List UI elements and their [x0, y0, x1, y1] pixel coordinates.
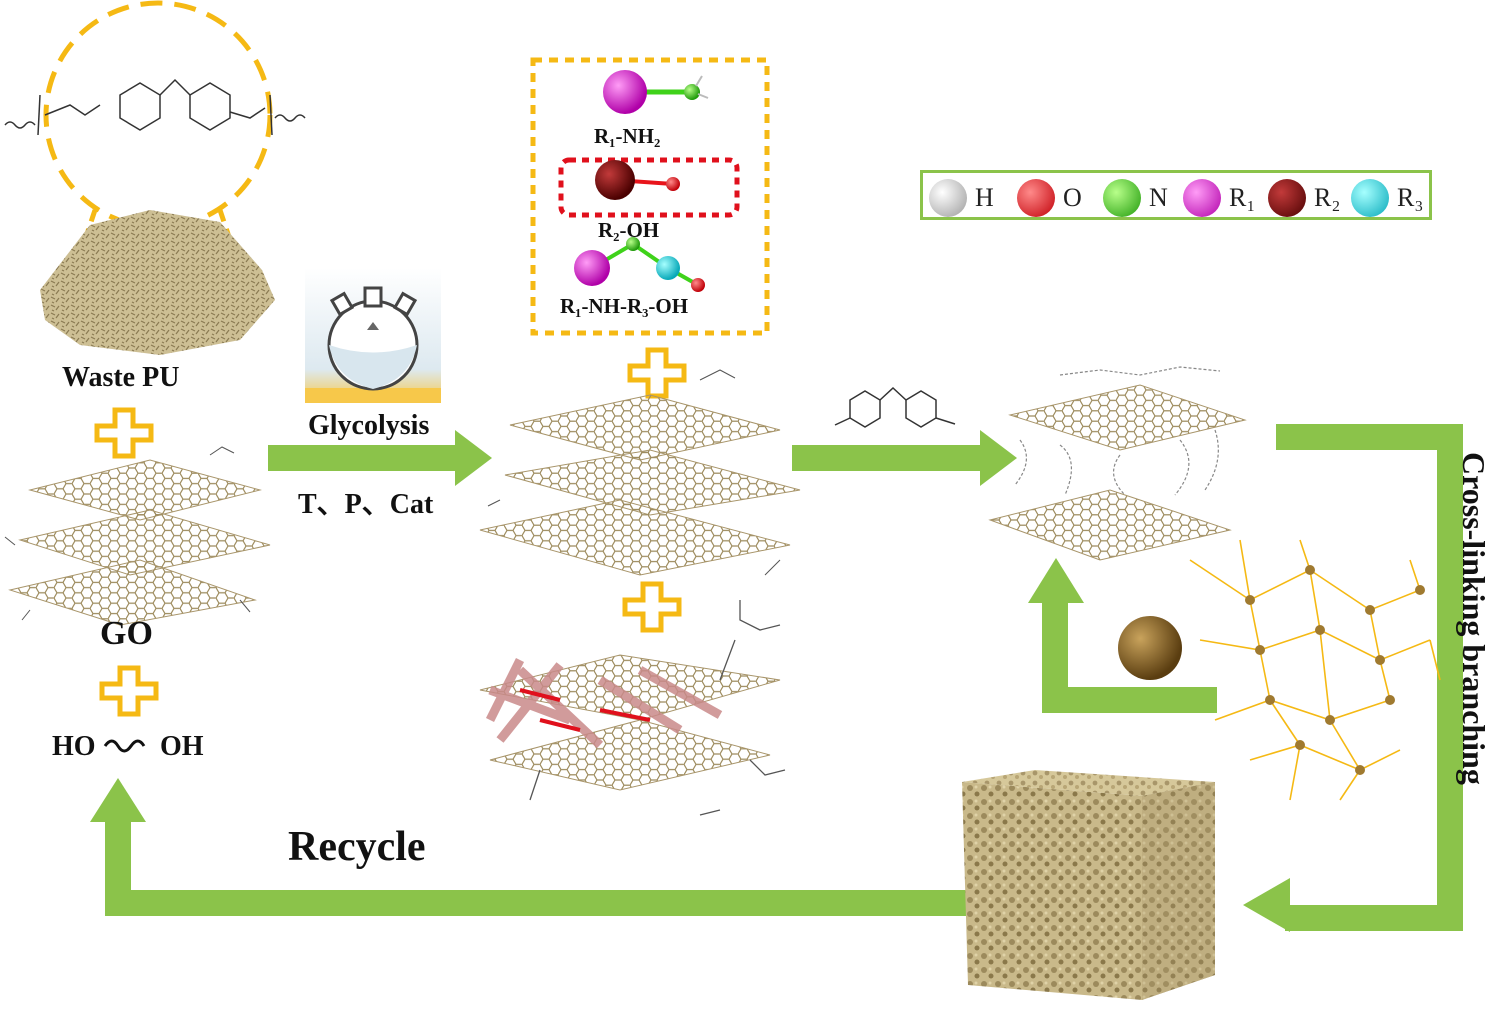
arrow-recycle: [90, 778, 972, 916]
legend-item-r1: R₁: [1183, 179, 1255, 217]
branched-network: [1189, 539, 1441, 801]
legend-item-h: H: [929, 179, 994, 217]
legend-label-r2: R₂: [1314, 183, 1341, 212]
legend-ball-r2: [1268, 179, 1306, 217]
legend-label-o: O: [1063, 183, 1082, 212]
label-go: GO: [100, 615, 153, 652]
label-diol-start: HO: [52, 731, 96, 762]
legend-label-r3: R₃: [1397, 183, 1424, 212]
plus-sign-2: [99, 665, 159, 717]
label-conditions: T、P、Cat: [298, 489, 434, 520]
plus-sign-4: [622, 581, 682, 633]
crosslinked-go-sheets: [988, 366, 1247, 561]
label-r1-nh2: R₁-NH₂: [594, 124, 661, 148]
legend-label-h: H: [975, 183, 994, 212]
molecule-r2-oh: [595, 160, 680, 200]
pu-structure-zoom-circle: [43, 0, 273, 230]
label-waste-pu: Waste PU: [62, 362, 180, 393]
glycolyzed-go-sheets: [479, 369, 801, 576]
legend-label-n: N: [1149, 183, 1168, 212]
waste-pu-pile: [40, 210, 275, 355]
go-sheets: [4, 446, 271, 626]
legend-ball-n: [1103, 179, 1141, 217]
molecule-r1-nh2: [603, 70, 709, 114]
legend-ball-h: [929, 179, 967, 217]
molecule-box: [530, 57, 770, 336]
legend-ball-o: [1017, 179, 1055, 217]
legend-item-n: N: [1103, 179, 1168, 217]
crosslinker-sphere: [1118, 616, 1182, 680]
recycled-foam-cube: [962, 770, 1215, 1000]
pu-chemical-structure: [4, 78, 306, 136]
highlight-box: [558, 157, 740, 218]
diol-chain: [103, 739, 146, 753]
legend-item-r3: R₃: [1351, 179, 1423, 217]
plus-sign-1: [94, 407, 154, 459]
mdi-structure: [834, 386, 956, 428]
label-r2-oh: R₂-OH: [598, 218, 660, 242]
arrow-branch-return: [1028, 558, 1217, 713]
label-glycolysis: Glycolysis: [308, 410, 430, 441]
legend-item-o: O: [1017, 179, 1082, 217]
legend-ball-r3: [1351, 179, 1389, 217]
legend-item-r2: R₂: [1268, 179, 1340, 217]
label-r1-nh-r3-oh: R₁-NH-R₃-OH: [560, 294, 689, 318]
molecule-r1-nh-r3-oh: [574, 237, 705, 292]
legend-label-r1: R₁: [1229, 183, 1256, 212]
plus-sign-3: [627, 347, 687, 399]
atom-legend: H O N R₁ R₂ R₃: [920, 170, 1432, 220]
reaction-flask: [305, 268, 441, 403]
arrow-to-crosslink: [792, 430, 1017, 486]
label-diol-end: OH: [160, 731, 204, 762]
network-nodes: [1245, 565, 1425, 775]
arrow-cross-linking-loop: [1243, 424, 1463, 932]
legend-ball-r1: [1183, 179, 1221, 217]
arrow-glycolysis: [268, 430, 492, 486]
go-composite: [479, 600, 786, 816]
label-cross-linking: Cross-linking branching: [1456, 452, 1492, 785]
label-recycle: Recycle: [288, 824, 426, 870]
